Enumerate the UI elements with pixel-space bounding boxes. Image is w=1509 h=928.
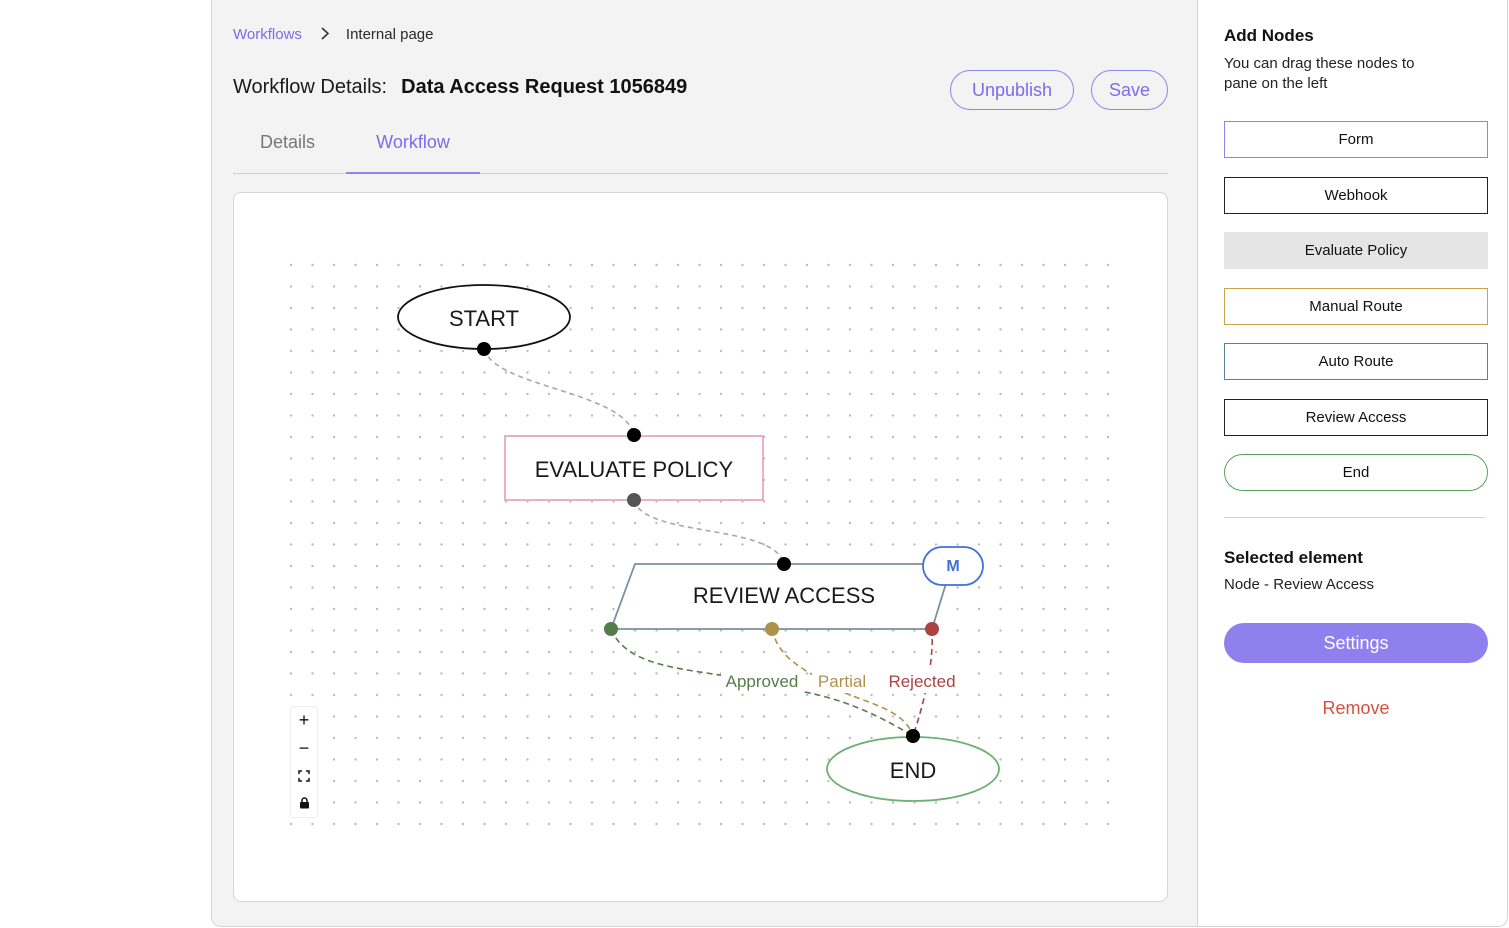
divider [1224,517,1485,518]
node-review-access[interactable]: REVIEW ACCESS M [604,546,984,636]
add-nodes-title: Add Nodes [1224,26,1314,45]
fit-view-icon [298,770,310,782]
app-window: Workflows Internal page Workflow Details… [211,0,1508,927]
handle-approved-out[interactable] [604,622,618,636]
node-evaluate-label: EVALUATE POLICY [535,457,734,482]
handle-review-in[interactable] [777,557,791,571]
add-nodes-description: You can drag these nodes to pane on the … [1224,55,1415,92]
handle-evaluate-in[interactable] [627,428,641,442]
node-start-label: START [449,306,519,331]
handle-start-out[interactable] [477,342,491,356]
zoom-out-button[interactable]: − [291,735,317,763]
workflow-name: Data Access Request 1056849 [401,76,688,98]
node-type-auto-route[interactable]: Auto Route [1224,343,1488,380]
fit-view-button[interactable] [291,762,317,790]
minus-icon: − [298,737,310,758]
edge-evaluate-review[interactable] [633,499,785,565]
handle-rejected-out[interactable] [925,622,939,636]
badge-label: M [946,558,959,575]
plus-icon: + [298,710,310,731]
handle-evaluate-out[interactable] [627,493,641,507]
zoom-controls: + − [290,706,318,818]
main-panel: Workflows Internal page Workflow Details… [212,0,1197,926]
dot-grid-background [289,263,1110,826]
lock-button[interactable] [291,790,317,818]
tab-details[interactable]: Details [260,132,316,152]
manual-route-badge[interactable]: M [922,546,984,586]
page-title-prefix: Workflow Details: [233,76,388,98]
lock-icon [299,797,309,809]
node-start[interactable]: START [397,284,571,356]
node-type-manual-route[interactable]: Manual Route [1224,288,1488,325]
node-end-label: END [890,758,936,783]
breadcrumb-current: Internal page [345,26,434,43]
edge-start-evaluate[interactable] [483,348,635,436]
selected-element-title: Selected element [1224,548,1363,567]
handle-end-in[interactable] [906,729,920,743]
save-button[interactable]: Save [1091,70,1168,110]
edge-label-rejected: Rejected [888,672,955,691]
node-type-end[interactable]: End [1224,454,1488,491]
node-end[interactable]: END [826,729,1000,802]
selected-element-value: Node - Review Access [1224,576,1375,593]
node-type-webhook[interactable]: Webhook [1224,177,1488,214]
workflow-canvas[interactable]: Approved Partial Rejected START EVALUATE… [233,192,1168,902]
breadcrumb-workflows-link[interactable]: Workflows [233,26,302,43]
handle-partial-out[interactable] [765,622,779,636]
zoom-in-button[interactable]: + [291,707,317,735]
unpublish-button[interactable]: Unpublish [950,70,1074,110]
tab-workflow[interactable]: Workflow [346,132,480,174]
node-type-evaluate-policy[interactable]: Evaluate Policy [1224,232,1488,269]
chevron-right-icon [320,26,330,43]
node-type-form[interactable]: Form [1224,121,1488,158]
page-title: Workflow Details: Data Access Request 10… [233,76,687,99]
tab-bar: Details Workflow [233,128,1168,174]
node-review-label: REVIEW ACCESS [693,583,875,608]
add-nodes-panel: Add Nodes You can drag these nodes to pa… [1197,0,1507,926]
flow-diagram: Approved Partial Rejected START EVALUATE… [289,263,1110,826]
settings-button[interactable]: Settings [1224,623,1488,663]
node-evaluate-policy[interactable]: EVALUATE POLICY [504,428,764,507]
edge-label-approved: Approved [726,672,799,691]
edge-label-partial: Partial [818,672,866,691]
edge-approved[interactable] [610,628,914,737]
node-type-review-access[interactable]: Review Access [1224,399,1488,436]
breadcrumb: Workflows Internal page [233,26,433,43]
remove-button[interactable]: Remove [1322,698,1390,718]
